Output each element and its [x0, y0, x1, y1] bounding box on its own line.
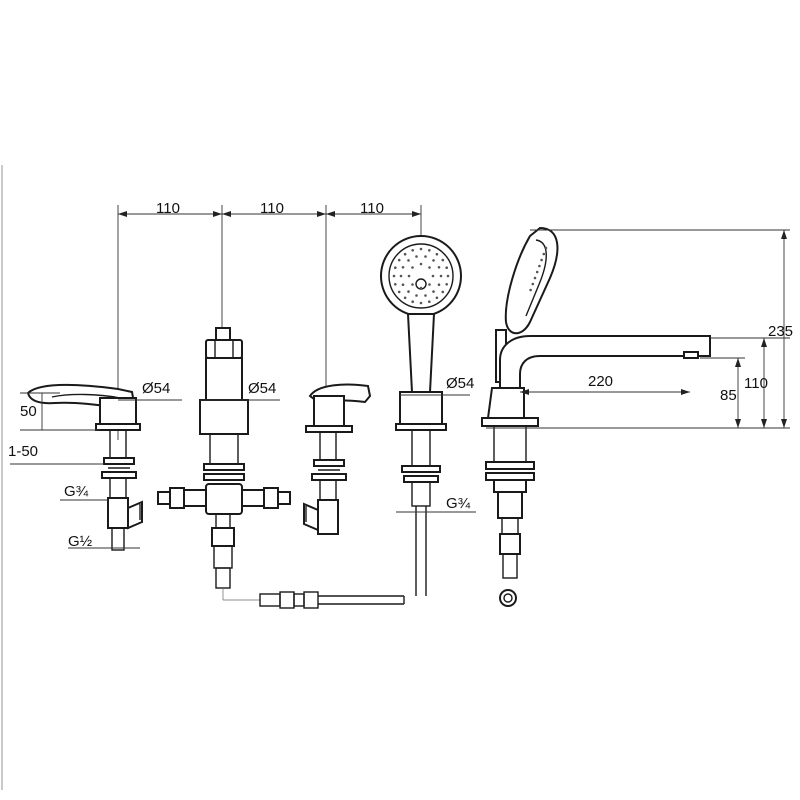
nozzle-dot: [397, 290, 401, 294]
dim-spout-height-85: 85: [720, 387, 737, 404]
nozzle-dot: [411, 300, 415, 304]
dim-diameter-2: Ø54: [248, 380, 276, 397]
dim-diameter-3: Ø54: [446, 375, 474, 392]
left-lever-tap: [26, 384, 143, 551]
bath-spout: [481, 226, 711, 607]
nozzle-dot: [531, 282, 535, 286]
left-dimensions: 50 1-50 G¾ G½ Ø54: [8, 380, 182, 550]
dim-spout-reach: 220: [588, 373, 613, 390]
nozzle-dot: [542, 252, 546, 256]
dim-spout-height-110: 110: [744, 375, 768, 392]
nozzle-dot: [435, 252, 439, 256]
side-shower-nozzles: [529, 246, 548, 292]
nozzle-dot: [446, 274, 450, 278]
nozzle-dot: [428, 283, 431, 286]
nozzle-dot: [441, 258, 445, 262]
nozzle-dot: [533, 276, 537, 280]
shower-hose: [222, 588, 405, 609]
nozzle-dot: [441, 290, 445, 294]
nozzle-dot: [544, 246, 548, 250]
nozzle-dot: [394, 266, 397, 270]
nozzle-dot: [415, 255, 418, 258]
nozzle-dot: [428, 266, 431, 269]
dim-lever-height: 50: [20, 403, 37, 420]
nozzle-dot: [415, 294, 418, 297]
nozzle-dot: [535, 270, 539, 274]
spout-dimensions: 220 85 110 235: [486, 229, 793, 429]
nozzle-dot: [401, 283, 405, 287]
nozzle-dot: [411, 283, 414, 286]
dim-thread-g34-right: G¾: [446, 495, 471, 512]
nozzle-dot: [424, 294, 427, 297]
nozzle-dot: [411, 249, 415, 252]
nozzle-dot: [432, 259, 435, 262]
dim-spacing-3: 110: [360, 200, 384, 217]
nozzle-dot: [540, 258, 543, 262]
nozzle-dot: [445, 266, 449, 270]
shower-nozzles: [392, 247, 450, 305]
nozzle-dot: [419, 286, 423, 290]
nozzle-dot: [428, 300, 431, 304]
nozzle-dot: [439, 274, 443, 278]
nozzle-dot: [403, 296, 407, 300]
nozzle-dot: [445, 283, 449, 286]
right-lever-tap: [303, 383, 372, 535]
dim-diameter-1: Ø54: [142, 380, 170, 397]
nozzle-dot: [401, 266, 405, 269]
nozzle-dot: [394, 283, 397, 286]
nozzle-dot: [435, 296, 439, 300]
hand-shower-front: Ø54 G¾: [380, 235, 476, 596]
nozzle-dot: [403, 252, 407, 256]
spacing-dimensions: 110 110 110: [117, 200, 422, 440]
nozzle-dot: [419, 262, 423, 266]
dim-deck-range: 1-50: [8, 443, 38, 460]
diverter-valve: Ø54: [157, 327, 291, 589]
dim-total-height: 235: [768, 323, 793, 340]
dim-spacing-2: 110: [260, 200, 284, 217]
nozzle-dot: [424, 255, 427, 258]
nozzle-dot: [437, 283, 441, 287]
nozzle-dot: [407, 290, 410, 293]
nozzle-dot: [432, 290, 435, 293]
nozzle-dot: [437, 266, 441, 269]
nozzle-dot: [407, 259, 410, 262]
nozzle-dot: [411, 266, 414, 269]
nozzle-dot: [419, 247, 423, 251]
nozzle-dot: [419, 301, 423, 305]
nozzle-dot: [428, 249, 431, 252]
nozzle-dot: [392, 274, 396, 278]
nozzle-dot: [538, 264, 541, 268]
dim-spacing-1: 110: [156, 200, 180, 217]
nozzle-dot: [407, 274, 411, 278]
nozzle-dot: [399, 274, 403, 278]
dim-thread-g34-left: G¾: [64, 483, 89, 500]
nozzle-dot: [397, 258, 401, 262]
nozzle-dot: [431, 274, 435, 278]
nozzle-dot: [529, 288, 532, 292]
dim-thread-g12: G½: [68, 533, 93, 550]
